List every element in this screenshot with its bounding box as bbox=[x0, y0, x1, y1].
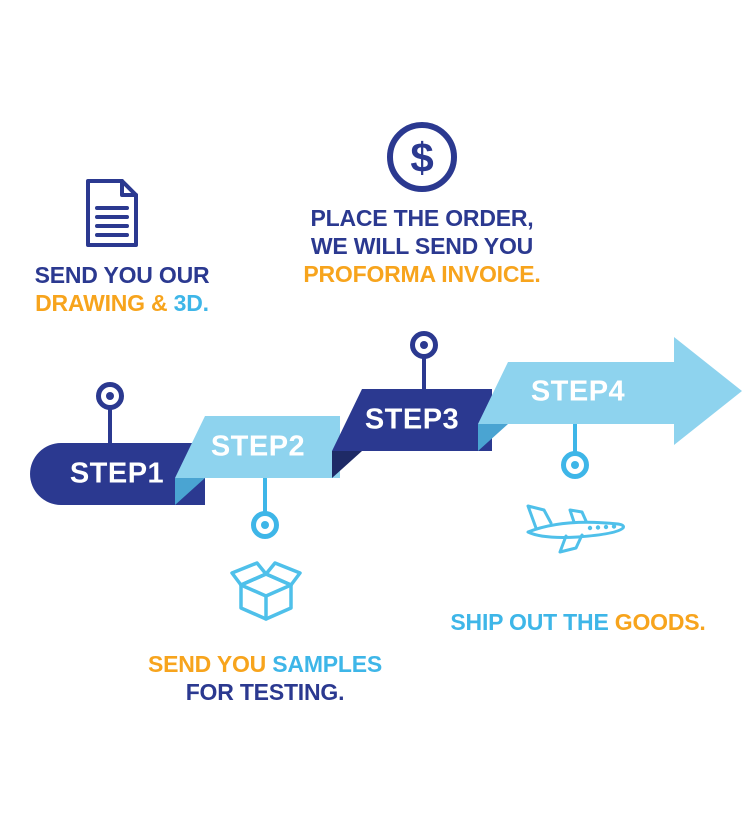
step1-label: STEP1 bbox=[69, 457, 165, 490]
step3-fold bbox=[332, 451, 362, 478]
document-icon bbox=[82, 177, 142, 249]
caption-samples-line1-orange: SEND YOU bbox=[147, 651, 267, 677]
step4-label: STEP4 bbox=[530, 375, 626, 408]
caption-drawing-line2-cyan: 3D. bbox=[173, 290, 209, 317]
caption-ship-line1-cyan: SHIP OUT THE bbox=[450, 609, 609, 635]
step4-fold bbox=[478, 424, 508, 451]
caption-order-line3: PROFORMA INVOICE. bbox=[303, 261, 541, 288]
step3-label: STEP3 bbox=[364, 403, 460, 436]
caption-samples-line2: FOR TESTING. bbox=[185, 679, 345, 706]
dollar-coin-icon: $ bbox=[382, 117, 462, 197]
caption-samples: SEND YOU SAMPLES FOR TESTING. bbox=[135, 650, 395, 706]
caption-order-line2: WE WILL SEND YOU bbox=[310, 233, 534, 260]
step2-band bbox=[175, 416, 340, 478]
caption-drawing: SEND YOU OUR DRAWING & 3D. bbox=[12, 261, 232, 317]
step3-band bbox=[332, 389, 492, 451]
caption-order: PLACE THE ORDER, WE WILL SEND YOU PROFOR… bbox=[292, 204, 552, 288]
caption-order-line1: PLACE THE ORDER, bbox=[310, 205, 534, 231]
caption-drawing-line2-orange: DRAWING & bbox=[35, 290, 168, 317]
step3-pin bbox=[410, 331, 438, 389]
step2-fold bbox=[175, 478, 205, 505]
caption-ship: SHIP OUT THE GOODS. bbox=[443, 608, 713, 636]
dollar-symbol: $ bbox=[410, 134, 433, 181]
step2-pin bbox=[251, 478, 279, 539]
package-box-icon bbox=[227, 554, 305, 628]
step1-band bbox=[30, 443, 205, 505]
airplane-icon bbox=[518, 494, 634, 560]
step2-label: STEP2 bbox=[210, 430, 306, 463]
caption-drawing-line1: SEND YOU OUR bbox=[34, 262, 210, 288]
step1-pin bbox=[96, 382, 124, 443]
caption-ship-line1-orange: GOODS. bbox=[614, 609, 706, 635]
step4-arrow bbox=[478, 337, 742, 445]
caption-samples-line1-cyan: SAMPLES bbox=[272, 651, 383, 677]
step4-pin bbox=[561, 424, 589, 479]
